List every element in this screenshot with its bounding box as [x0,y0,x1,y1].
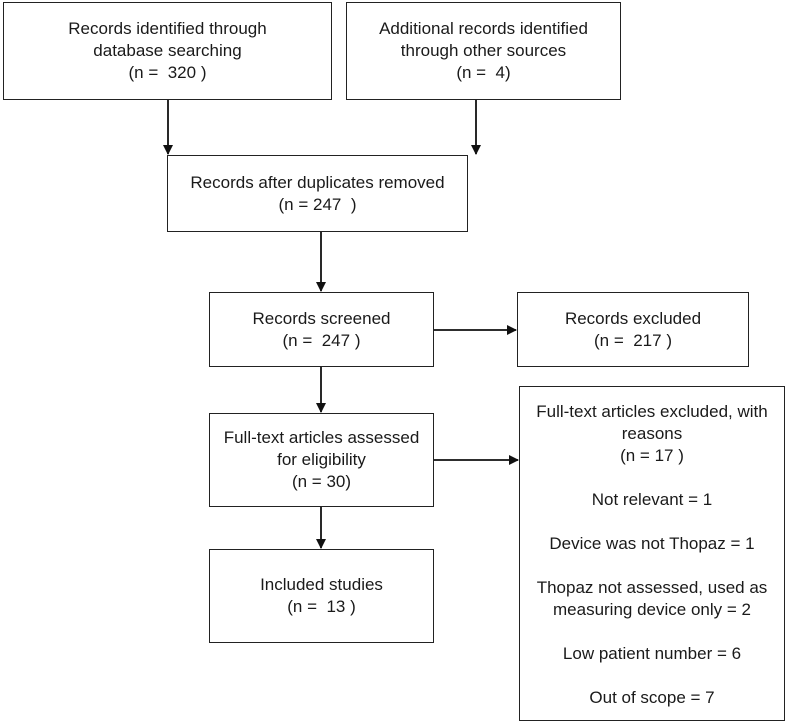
reason-text: Device was not Thopaz = 1 [549,534,755,553]
reason-text: Thopaz not assessed, used as [536,578,768,597]
database-count: (n = 320 ) [128,63,207,82]
reason-not-relevant: Not relevant = 1 [592,489,713,511]
screened-label: Records screened [252,308,391,328]
duplicates-label: Records after duplicates removed [190,172,445,192]
database-line-1: Records identified through [68,19,267,38]
excluded-count: (n = 217 ) [594,330,672,350]
screened-count: (n = 247 ) [282,330,361,350]
included-count: (n = 13 ) [287,597,356,616]
ftex-header-line-2: reasons [621,424,683,443]
included-studies-box: Included studies (n = 13 ) [209,549,434,643]
other-line-2: through other sources [400,41,567,60]
other-count: (n = 4) [456,63,511,82]
duplicates-removed-box: Records after duplicates removed (n = 24… [167,155,468,232]
fulltext-assessed-box: Full-text articles assessed for eligibil… [209,413,434,507]
reason-text: Out of scope = 7 [589,688,715,707]
records-excluded-box: Records excluded (n = 217 ) [517,292,749,367]
reason-measuring-device-only: Thopaz not assessed, used as measuring d… [537,577,768,621]
database-line-2: database searching [93,41,242,60]
reason-text: Low patient number = 6 [562,644,742,663]
excluded-label: Records excluded [564,308,702,328]
included-label: Included studies [260,575,383,594]
reason-out-of-scope: Out of scope = 7 [589,687,714,709]
reason-device-not-thopaz: Device was not Thopaz = 1 [549,533,754,555]
additional-records-box: Additional records identified through ot… [346,2,621,100]
fulltext-line-2: for eligibility [277,450,366,469]
ftex-count: (n = 17 ) [620,446,684,465]
fulltext-excluded-box: Full-text articles excluded, with reason… [519,386,785,721]
records-identified-database-box: Records identified through database sear… [3,2,332,100]
fulltext-count: (n = 30) [291,472,352,491]
reason-low-patient-number: Low patient number = 6 [563,643,741,665]
records-screened-box: Records screened (n = 247 ) [209,292,434,367]
other-line-1: Additional records identified [379,19,588,38]
duplicates-count: (n = 247 ) [278,194,357,214]
fulltext-line-1: Full-text articles assessed [223,428,420,447]
reason-text: Not relevant = 1 [591,490,713,509]
ftex-header-line-1: Full-text articles excluded, with [536,402,768,421]
reason-text: measuring device only = 2 [553,600,751,619]
